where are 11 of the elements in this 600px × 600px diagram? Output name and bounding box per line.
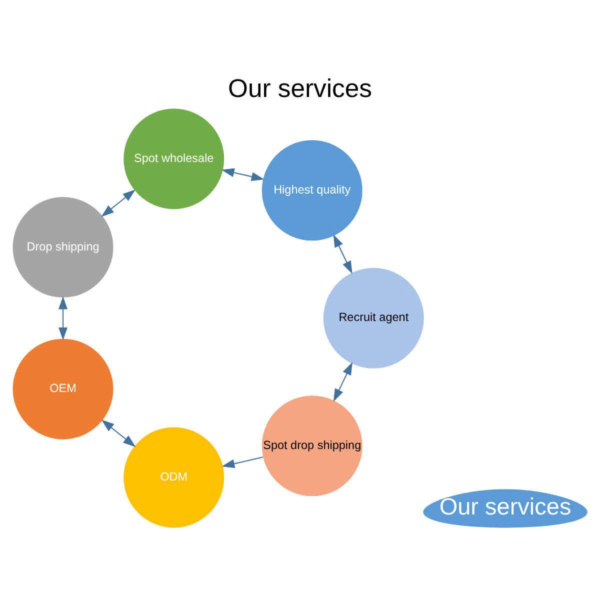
- node-circle: Recruit agent: [323, 268, 424, 368]
- diagram-title: Our services: [228, 75, 372, 104]
- arrow: [58, 296, 68, 340]
- arrow: [101, 420, 136, 448]
- arrow: [222, 456, 264, 468]
- arrow: [101, 189, 136, 217]
- arrow: [333, 234, 352, 274]
- arrow: [221, 168, 264, 182]
- arrow: [333, 362, 352, 402]
- node-circle: Spot drop shipping: [262, 396, 362, 496]
- node-circle: Highest quality: [262, 140, 362, 241]
